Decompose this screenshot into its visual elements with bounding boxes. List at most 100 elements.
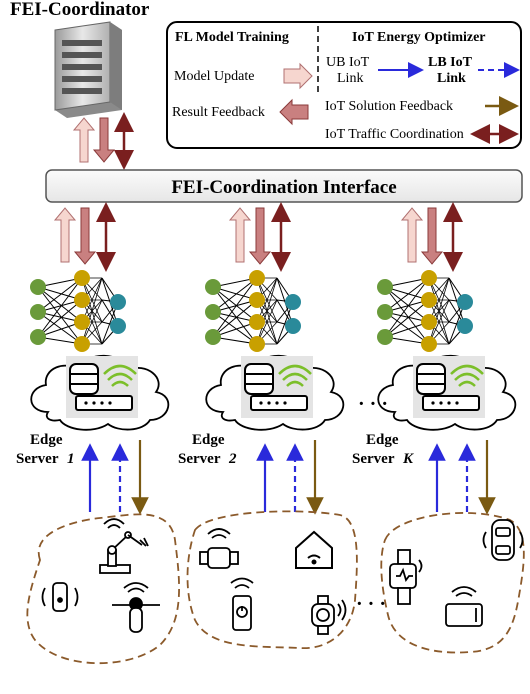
edge-server-1-line1: Edge (30, 432, 63, 448)
legend-fl-header: FL Model Training (175, 30, 289, 45)
router-light (267, 401, 271, 405)
nn-edge (37, 299, 83, 338)
router-body (250, 395, 308, 411)
interface-arrows-2 (228, 202, 291, 272)
nn-output-node (457, 318, 473, 334)
result-feedback-arrow-icon (279, 98, 309, 126)
legend-solution-feedback-label: IoT Solution Feedback (325, 99, 453, 114)
wifi-arc (103, 364, 137, 375)
neural-network-icon (205, 270, 301, 352)
legend-ub-link-line1: UB IoT (326, 55, 370, 70)
wifi-icon (278, 364, 312, 387)
router-body (75, 395, 133, 411)
device-links-2 (256, 440, 324, 515)
wifi-arc (286, 380, 304, 387)
nn-edge (384, 311, 430, 345)
edge-server-k-line1: Edge (366, 432, 399, 448)
nn-hidden-node (249, 270, 265, 286)
nn-input-node (377, 329, 393, 345)
wearable-watch-icon (389, 549, 423, 605)
wifi-icon (103, 364, 137, 387)
nn-hidden-node (249, 336, 265, 352)
router-light (455, 401, 459, 405)
nn-hidden-node (421, 314, 437, 330)
router-body (422, 395, 480, 411)
neural-network-icon (377, 270, 473, 352)
nn-hidden-node (74, 314, 90, 330)
smartwatch-icon (311, 595, 347, 635)
legend-lb-link-line1: LB IoT (428, 55, 473, 70)
legend-result-feedback-label: Result Feedback (172, 105, 265, 120)
robot-arm-icon (99, 518, 149, 574)
edge-server-k-line2: Server (352, 451, 395, 467)
nn-input-node (377, 279, 393, 295)
router-icon (66, 356, 138, 418)
router-light (275, 401, 279, 405)
interface-arrows-1 (53, 202, 116, 272)
model-update-arrow (53, 207, 77, 263)
legend-lb-link-line2: Link (437, 71, 466, 86)
model-update-arrow-icon (283, 62, 313, 90)
nn-edge (37, 277, 83, 338)
smart-home-icon (295, 530, 333, 569)
nn-edge (81, 299, 103, 345)
nn-edge (212, 277, 258, 313)
coordination-interface-label: FEI-Coordination Interface (171, 177, 396, 198)
servers-ellipsis: · · · (358, 393, 388, 415)
nn-edge (428, 277, 450, 323)
router-icon (241, 356, 313, 418)
edge-server-k-index: K (402, 451, 414, 467)
sensor-icon (41, 582, 79, 612)
nn-edge (384, 286, 430, 323)
interface-arrows-3 (400, 202, 463, 272)
router-light (92, 401, 96, 405)
nn-edge (212, 277, 258, 338)
nn-edge (37, 286, 83, 345)
nn-input-node (30, 279, 46, 295)
nn-output-node (110, 318, 126, 334)
pipe-sensor-icon (112, 582, 160, 633)
nn-hidden-node (249, 292, 265, 308)
legend-iot-header: IoT Energy Optimizer (352, 30, 486, 45)
router-light (100, 401, 104, 405)
wifi-arc (111, 380, 129, 387)
result-feedback-arrow (248, 207, 272, 265)
router-light (84, 401, 88, 405)
router-light (447, 401, 451, 405)
coordinator-arrows (72, 112, 134, 170)
result-feedback-arrow (73, 207, 97, 265)
device-links-1 (81, 440, 149, 515)
nn-edge (384, 277, 430, 338)
nn-input-node (205, 329, 221, 345)
nn-edge (81, 277, 103, 323)
wifi-arc (454, 372, 480, 381)
nn-output-node (457, 294, 473, 310)
wifi-arc (107, 372, 133, 381)
nn-edge (428, 277, 450, 345)
legend-model-update-label: Model Update (174, 69, 254, 84)
nn-edge (37, 286, 83, 323)
nn-edge (37, 311, 83, 345)
database-icon (69, 363, 99, 395)
router-light (283, 401, 287, 405)
wifi-arc (278, 364, 312, 375)
devices-ellipsis: · · · (356, 593, 386, 615)
edge-column-3 (377, 202, 517, 515)
router-light (439, 401, 443, 405)
nn-edge (384, 277, 430, 313)
nn-edge (212, 311, 258, 345)
model-update-arrow (400, 207, 424, 263)
nn-edge (212, 299, 258, 338)
wifi-arc (282, 372, 308, 381)
nn-edge (256, 277, 278, 323)
tablet-icon (445, 586, 483, 627)
wifi-arc (458, 380, 476, 387)
model-update-arrow (228, 207, 252, 263)
nn-hidden-node (421, 292, 437, 308)
edge-server-2-index: 2 (228, 451, 237, 467)
nn-input-node (205, 279, 221, 295)
smart-band-icon (199, 528, 239, 569)
coordinator-title: FEI-Coordinator (10, 0, 150, 20)
nn-hidden-node (74, 270, 90, 286)
